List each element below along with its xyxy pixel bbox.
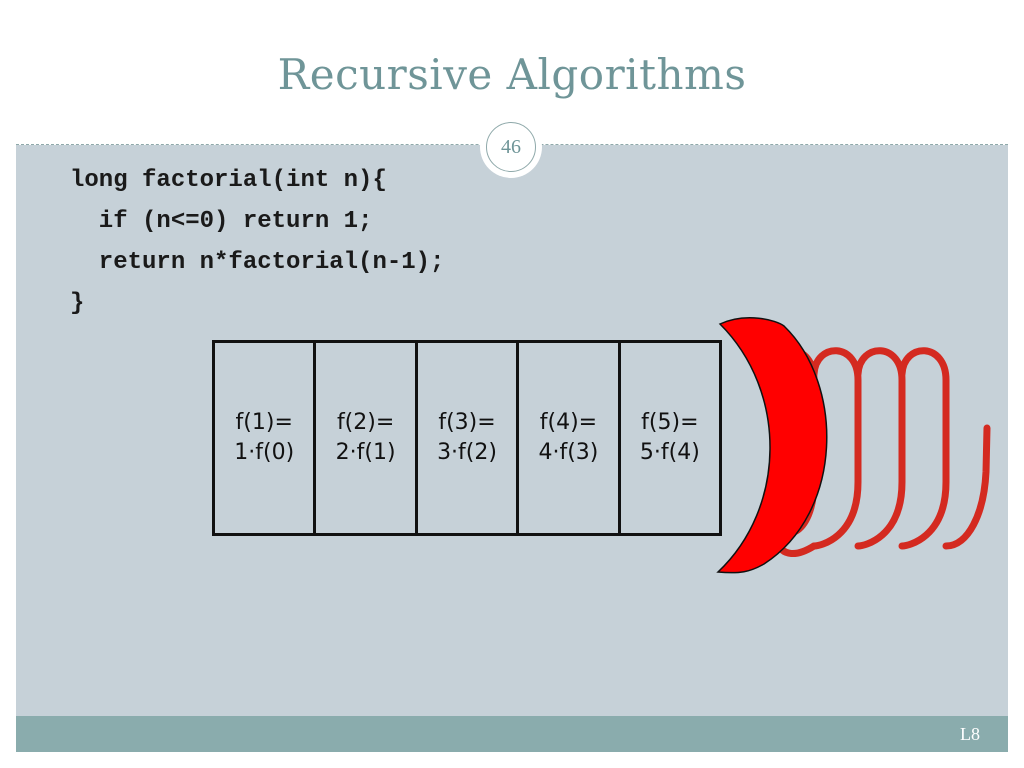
stack-frame: f(4)= 4·f(3) bbox=[519, 343, 621, 533]
code-line: long factorial(int n){ bbox=[70, 167, 387, 194]
frame-expr: 3·f(2) bbox=[437, 440, 497, 465]
spring-plunger-graphic bbox=[716, 317, 991, 574]
code-line: if (n<=0) return 1; bbox=[70, 208, 373, 235]
footer-bar: L8 bbox=[16, 716, 1008, 752]
stack-frame: f(2)= 2·f(1) bbox=[316, 343, 418, 533]
stack-frame: f(3)= 3·f(2) bbox=[418, 343, 520, 533]
stack-frame: f(5)= 5·f(4) bbox=[621, 343, 719, 533]
call-stack: f(1)= 1·f(0) f(2)= 2·f(1) f(3)= 3·f(2) f… bbox=[212, 340, 722, 536]
frame-call: f(2)= bbox=[336, 410, 395, 435]
slide: Recursive Algorithms 46 long factorial(i… bbox=[16, 16, 1008, 752]
frame-call: f(5)= bbox=[641, 410, 699, 435]
code-line: return n*factorial(n-1); bbox=[70, 249, 445, 276]
frame-expr: 2·f(1) bbox=[335, 440, 396, 465]
footer-label: L8 bbox=[960, 724, 980, 744]
slide-number-badge: 46 bbox=[480, 116, 542, 178]
code-line: } bbox=[70, 290, 85, 317]
frame-expr: 5·f(4) bbox=[639, 440, 700, 465]
slide-number: 46 bbox=[486, 122, 536, 172]
frame-expr: 4·f(3) bbox=[538, 440, 599, 465]
frame-call: f(4)= bbox=[539, 410, 598, 435]
slide-title: Recursive Algorithms bbox=[277, 50, 747, 99]
code-block: long factorial(int n){ if (n<=0) return … bbox=[70, 160, 444, 324]
frame-expr: 1·f(0) bbox=[234, 440, 295, 465]
plunger-icon bbox=[716, 317, 828, 574]
stack-frame: f(1)= 1·f(0) bbox=[215, 343, 317, 533]
frame-call: f(3)= bbox=[438, 410, 496, 435]
frame-call: f(1)= bbox=[235, 410, 293, 435]
